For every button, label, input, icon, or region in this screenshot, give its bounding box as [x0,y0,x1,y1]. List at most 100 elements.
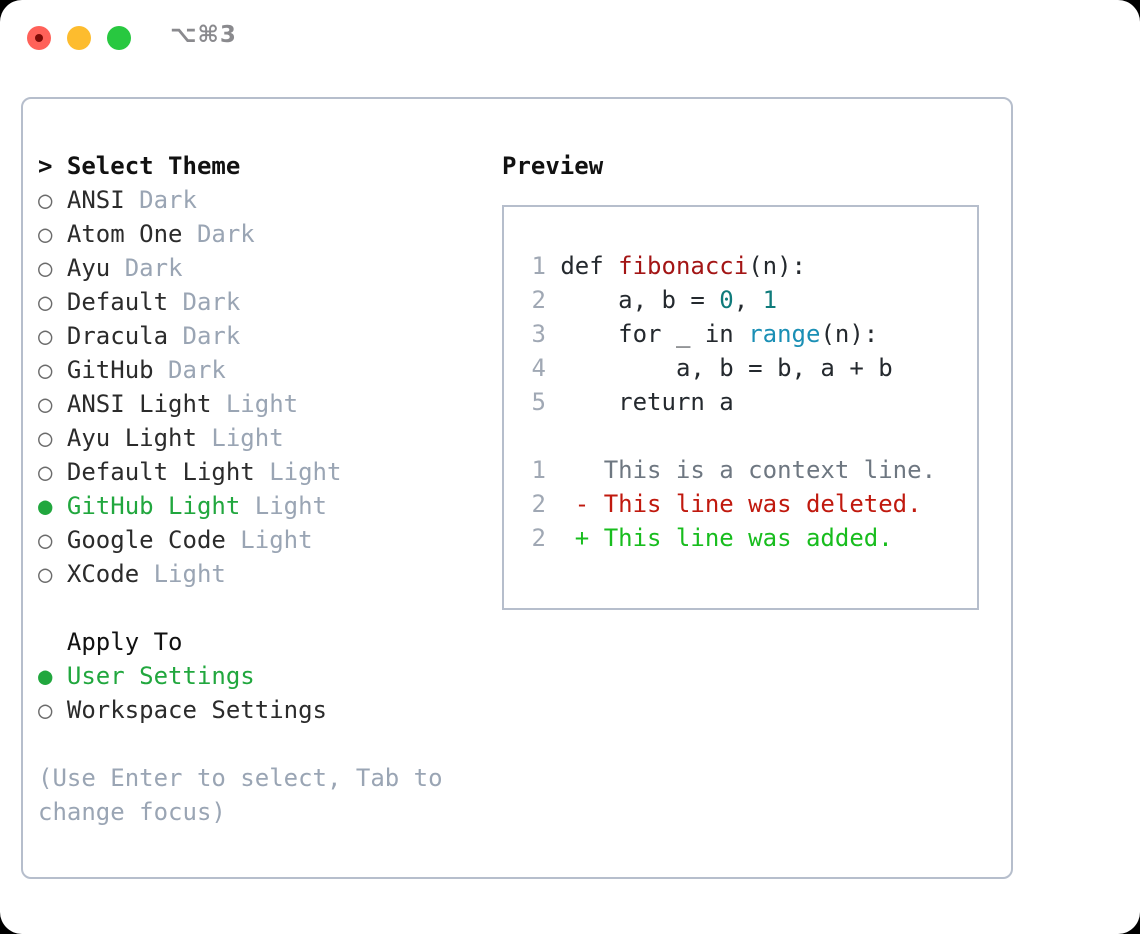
theme-option[interactable]: ○ Default Dark [38,285,488,319]
radio-unselected-icon: ○ [38,526,53,554]
theme-variant-badge: Dark [124,186,197,214]
theme-label: Default Light [66,458,255,486]
traffic-lights [27,26,131,50]
theme-option[interactable]: ○ GitHub Dark [38,353,488,387]
theme-option[interactable]: ○ ANSI Light Light [38,387,488,421]
code-token-plain: , [733,286,763,314]
theme-variant-badge: Dark [168,288,241,316]
radio-unselected-icon: ○ [38,458,53,486]
preview-title: Preview [502,152,604,180]
title-bar: ⌥⌘3 [0,0,1140,78]
spacer [52,356,66,384]
keyboard-hint-text: (Use Enter to select, Tab to change focu… [38,764,443,826]
apply-to-option[interactable]: ○ Workspace Settings [38,693,488,727]
code-token-num: 1 [762,286,778,314]
diff-ctx-text: This is a context line. [545,456,937,484]
select-theme-header: > Select Theme [38,152,241,180]
theme-label: GitHub [66,356,154,384]
theme-label: Google Code [66,526,226,554]
theme-variant-badge: Light [211,390,299,418]
diff-line: 2 - This line was deleted. [517,487,936,521]
theme-option[interactable]: ○ Ayu Dark [38,251,488,285]
spacer [52,254,66,282]
gutter-gap [546,286,560,314]
gutter-gap [546,252,560,280]
radio-unselected-icon: ○ [38,390,53,418]
theme-variant-badge: Dark [168,322,241,350]
diff-add-text: + This line was added. [545,524,893,552]
code-line: 3 for _ in range(n): [517,317,936,351]
radio-unselected-icon: ○ [38,220,53,248]
apply-to-label: Workspace Settings [66,696,327,724]
theme-option[interactable]: ○ Google Code Light [38,523,488,557]
theme-option[interactable]: ○ ANSI Dark [38,183,488,217]
diff-line: 2 + This line was added. [517,521,936,555]
theme-variant-badge: Light [254,458,342,486]
theme-label: Dracula [66,322,169,350]
theme-variant-badge: Light [225,526,313,554]
radio-unselected-icon: ○ [38,696,53,724]
code-token-plain: return a [560,388,734,416]
spacer [52,186,66,214]
code-token-builtin: range [748,320,821,348]
radio-selected-icon: ● [38,492,53,520]
code-line: 2 a, b = 0, 1 [517,283,936,317]
theme-option[interactable]: ○ Default Light Light [38,455,488,489]
theme-label: XCode [66,560,140,588]
theme-option-list: ○ ANSI Dark○ Atom One Dark○ Ayu Dark○ De… [38,183,488,591]
theme-option[interactable]: ● GitHub Light Light [38,489,488,523]
radio-unselected-icon: ○ [38,288,53,316]
theme-label: ANSI [66,186,125,214]
theme-label: GitHub Light [66,492,241,520]
line-number: 2 [531,286,546,314]
theme-label: Atom One [66,220,183,248]
code-diff-separator [517,419,936,453]
code-token-plain: a, b = b, a + b [560,354,893,382]
code-line: 1 def fibonacci(n): [517,249,936,283]
gutter-gap [546,388,560,416]
line-number: 1 [531,456,546,484]
gutter-gap [546,354,560,382]
line-number: 1 [531,252,546,280]
theme-option[interactable]: ○ Ayu Light Light [38,421,488,455]
theme-label: Default [66,288,169,316]
apply-to-option-list: ● User Settings○ Workspace Settings [38,659,488,727]
spacer [52,696,66,724]
radio-unselected-icon: ○ [38,424,53,452]
spacer [52,424,66,452]
theme-label: ANSI Light [66,390,212,418]
spacer [52,662,66,690]
theme-variant-badge: Dark [182,220,255,248]
section-spacer [38,591,488,625]
theme-variant-badge: Light [139,560,226,588]
minimize-button[interactable] [67,26,91,50]
line-number: 2 [531,524,546,552]
apply-to-label: User Settings [66,662,255,690]
spacer [52,492,66,520]
keyboard-shortcut-label: ⌥⌘3 [170,22,237,48]
radio-unselected-icon: ○ [38,560,53,588]
theme-option[interactable]: ○ Atom One Dark [38,217,488,251]
code-token-plain: for _ in [560,320,749,348]
spacer [52,458,66,486]
code-token-plain: a, b = [560,286,720,314]
theme-variant-badge: Light [196,424,284,452]
theme-option[interactable]: ○ Dracula Dark [38,319,488,353]
zoom-button[interactable] [107,26,131,50]
line-number: 3 [531,320,546,348]
apply-to-option[interactable]: ● User Settings [38,659,488,693]
radio-unselected-icon: ○ [38,186,53,214]
theme-variant-badge: Dark [153,356,226,384]
line-number: 4 [531,354,546,382]
gutter-gap [546,320,560,348]
theme-variant-badge: Light [240,492,327,520]
theme-option[interactable]: ○ XCode Light [38,557,488,591]
radio-unselected-icon: ○ [38,356,53,384]
spacer [52,288,66,316]
spacer [52,322,66,350]
diff-line: 1 This is a context line. [517,453,936,487]
close-button[interactable] [27,26,51,50]
